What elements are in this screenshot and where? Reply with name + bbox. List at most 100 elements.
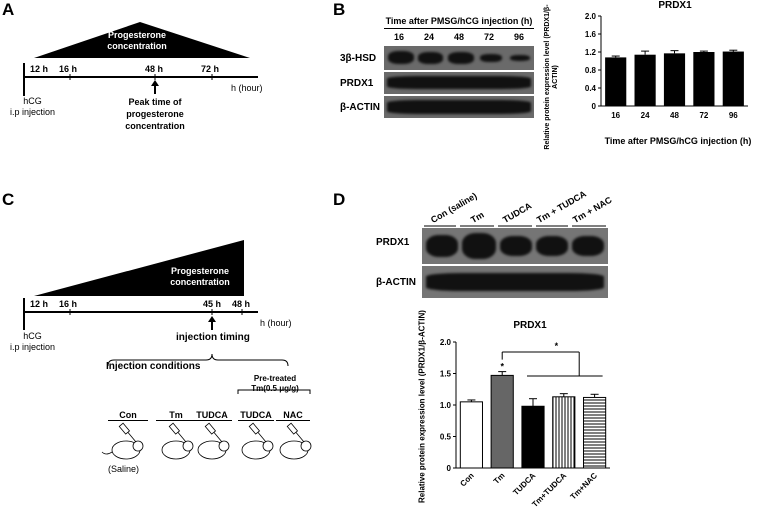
panel-a-triangle-label: concentration xyxy=(107,41,167,51)
panel-c-tick-label: 16 h xyxy=(59,299,78,309)
chart-b-xtick-label: 24 xyxy=(641,111,650,120)
panel-a-triangle-label: Progesterone xyxy=(107,30,167,40)
panel-a-tick-label: 12 h xyxy=(30,64,49,74)
panel-c-pretreat-bracket xyxy=(237,389,311,394)
chart-b-xtick-label: 72 xyxy=(699,111,708,120)
panel-c-triangle-label: Progesterone xyxy=(170,266,230,276)
panel-b-blot-prdx1 xyxy=(384,72,534,94)
chart-b-xtick-label: 48 xyxy=(670,111,679,120)
panel-c-arrow-head xyxy=(208,316,216,322)
chart-b-bar xyxy=(722,51,744,106)
chart-b-xtick-label: 16 xyxy=(611,111,620,120)
panel-b-blot-header: Time after PMSG/hCG injection (h) xyxy=(385,16,533,26)
panel-c-pretreat-label: Tm(0.5 μg/g) xyxy=(251,384,299,393)
panel-c-tick-label: 12 h xyxy=(30,299,49,309)
panel-c-injection-label: i.p injection xyxy=(10,342,56,352)
panel-b-blot-actin xyxy=(384,96,534,118)
panel-a-peak-label: progesterone xyxy=(126,109,184,119)
panel-c-conditions-title: Injection conditions xyxy=(106,361,201,372)
chart-d-ytick-label: 1.5 xyxy=(440,370,452,379)
chart-b-xtick-label: 96 xyxy=(729,111,738,120)
chart-b-bar xyxy=(663,53,686,106)
chart-d-bar xyxy=(583,396,607,469)
chart-d-ytick-label: 0.5 xyxy=(440,433,452,442)
chart-d-title: PRDX1 xyxy=(513,320,547,331)
chart-d-xtick-label: Con xyxy=(458,471,475,488)
panel-d-label: D xyxy=(333,190,346,209)
chart-d-bar xyxy=(459,401,483,469)
panel-a-axis-unit: h (hour) xyxy=(231,83,263,93)
chart-d-bar xyxy=(521,405,545,469)
chart-d-xtick-label: Tm+NAC xyxy=(569,471,600,502)
chart-b-bar xyxy=(634,54,656,106)
panel-d-row-label: PRDX1 xyxy=(376,237,410,248)
chart-b-ytick-label: 1.6 xyxy=(585,30,597,39)
chart-b-bar xyxy=(605,57,627,106)
chart-b-ytick-label: 0.4 xyxy=(585,84,597,93)
panel-c-triangle-label: concentration xyxy=(170,277,230,287)
panel-c-triangle xyxy=(34,240,244,296)
panel-c-label: C xyxy=(2,190,15,209)
panel-c-group-label: TUDCA xyxy=(192,410,232,421)
panel-c-arrow-label: injection timing xyxy=(176,332,250,343)
panel-c-injection-label: hCG xyxy=(23,331,42,341)
panel-c-saline-label: (Saline) xyxy=(108,464,140,474)
chart-b-ytick-label: 2.0 xyxy=(585,12,597,21)
mouse-icon xyxy=(197,422,230,460)
panel-a-tick-label: 16 h xyxy=(59,64,78,74)
chart-d-significance: * xyxy=(555,341,559,351)
panel-a-peak-label: concentration xyxy=(125,121,185,131)
panel-a-tick-label: 72 h xyxy=(201,64,220,74)
panel-d-blot-actin xyxy=(422,266,608,298)
panel-b-lane-label: 72 xyxy=(483,32,494,42)
chart-b-title: PRDX1 xyxy=(658,0,692,11)
chart-d-ytick-label: 1.0 xyxy=(440,401,452,410)
panel-c-pretreat-label: Pre-treated xyxy=(253,374,297,383)
panel-b-row-label: β-ACTIN xyxy=(340,102,380,113)
chart-d-significance: * xyxy=(500,362,504,372)
chart-b-bar xyxy=(693,52,715,106)
panel-a-injection-label: i.p injection xyxy=(10,107,56,117)
chart-d-ytick-label: 2.0 xyxy=(440,338,452,347)
mouse-icon xyxy=(279,422,312,460)
chart-d-xtick-label: TUDCA xyxy=(511,471,537,497)
panel-d-row-label: β-ACTIN xyxy=(376,277,416,288)
chart-d-ytick-label: 0 xyxy=(447,464,452,473)
panel-c-tick-label: 48 h xyxy=(232,299,251,309)
panel-b-lane-label: 96 xyxy=(513,32,524,42)
chart-b-ytick-label: 0 xyxy=(592,102,597,111)
panel-b-row-label: 3β-HSD xyxy=(340,53,377,64)
chart-b-ytick-label: 0.8 xyxy=(585,66,597,75)
panel-b-lane-label: 16 xyxy=(393,32,404,42)
panel-c-group-label: TUDCA xyxy=(238,410,274,421)
mouse-icon xyxy=(161,422,194,460)
panel-c-group-label: Con xyxy=(108,410,148,421)
panel-c-group-label: NAC xyxy=(276,410,310,421)
mouse-icon xyxy=(101,422,144,460)
panel-b-blot-3bhsd xyxy=(384,46,534,70)
panel-b-lane-label: 48 xyxy=(453,32,464,42)
panel-a-injection-label: hCG xyxy=(23,96,42,106)
panel-b-header-line xyxy=(384,28,534,29)
panel-c-axis-unit: h (hour) xyxy=(260,318,292,328)
panel-a-arrow-head xyxy=(151,80,159,86)
panel-a-peak-label: Peak time of xyxy=(128,97,182,107)
panel-c-group-label: Tm xyxy=(156,410,196,421)
panel-c-brace xyxy=(107,353,289,367)
panel-a-tick-label: 48 h xyxy=(145,64,164,74)
mouse-icon xyxy=(241,422,274,460)
panel-b-lane-label: 24 xyxy=(423,32,434,42)
chart-d-xtick-label: Tm xyxy=(492,471,507,486)
chart-b-xlabel: Time after PMSG/hCG injection (h) xyxy=(604,136,752,146)
panel-a-label: A xyxy=(2,0,15,19)
panel-a-triangle xyxy=(34,22,250,58)
panel-b-row-label: PRDX1 xyxy=(340,78,374,89)
panel-b-label: B xyxy=(333,0,346,19)
panel-d-blot-prdx1 xyxy=(422,228,608,264)
